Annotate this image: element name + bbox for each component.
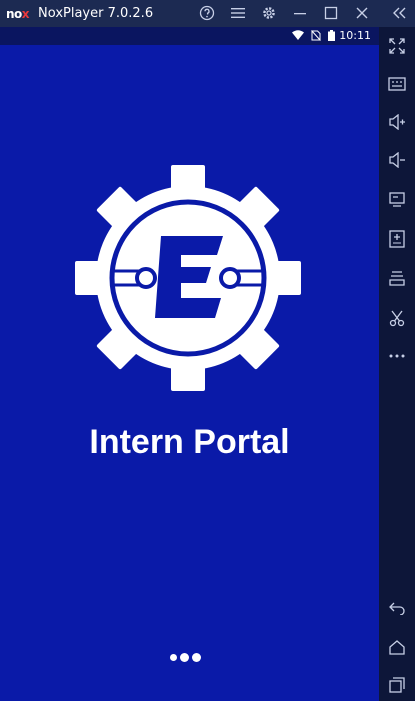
emulator-sidebar [379,27,415,701]
loading-dot [192,653,201,662]
no-sim-icon [311,30,321,41]
recent-apps-icon[interactable] [379,670,415,700]
fullscreen-icon[interactable] [379,31,415,61]
maximize-icon[interactable] [320,2,342,24]
app-screen: Intern Portal [0,45,379,701]
nox-logo: nox [6,6,30,21]
close-icon[interactable] [351,2,373,24]
apk-install-icon[interactable] [379,224,415,254]
minimize-icon[interactable] [289,2,311,24]
app-name-title: Intern Portal [89,423,290,461]
toolbox-icon[interactable] [379,263,415,293]
nox-logo-suffix: x [21,6,30,21]
battery-icon [328,30,335,41]
loading-dot [180,653,189,662]
help-icon[interactable] [196,2,218,24]
keyboard-icon[interactable] [379,69,415,99]
window-title-bar: nox NoxPlayer 7.0.2.6 [0,0,415,27]
loading-indicator [170,653,201,662]
menu-icon[interactable] [227,2,249,24]
settings-gear-icon[interactable] [258,2,280,24]
home-icon[interactable] [379,632,415,662]
volume-up-icon[interactable] [379,107,415,137]
app-logo [73,163,303,398]
android-status-bar: 10:11 [0,27,379,45]
back-icon[interactable] [379,593,415,623]
nox-logo-prefix: no [6,6,22,21]
volume-down-icon[interactable] [379,145,415,175]
more-icon[interactable] [379,341,415,371]
gear-logo-icon [75,165,301,391]
screen-icon[interactable] [379,185,415,215]
collapse-sidebar-icon[interactable] [388,2,410,24]
wifi-icon [292,30,304,40]
scissors-icon[interactable] [379,303,415,333]
loading-dot [170,654,177,661]
window-title: NoxPlayer 7.0.2.6 [38,6,154,21]
status-time: 10:11 [339,29,371,42]
